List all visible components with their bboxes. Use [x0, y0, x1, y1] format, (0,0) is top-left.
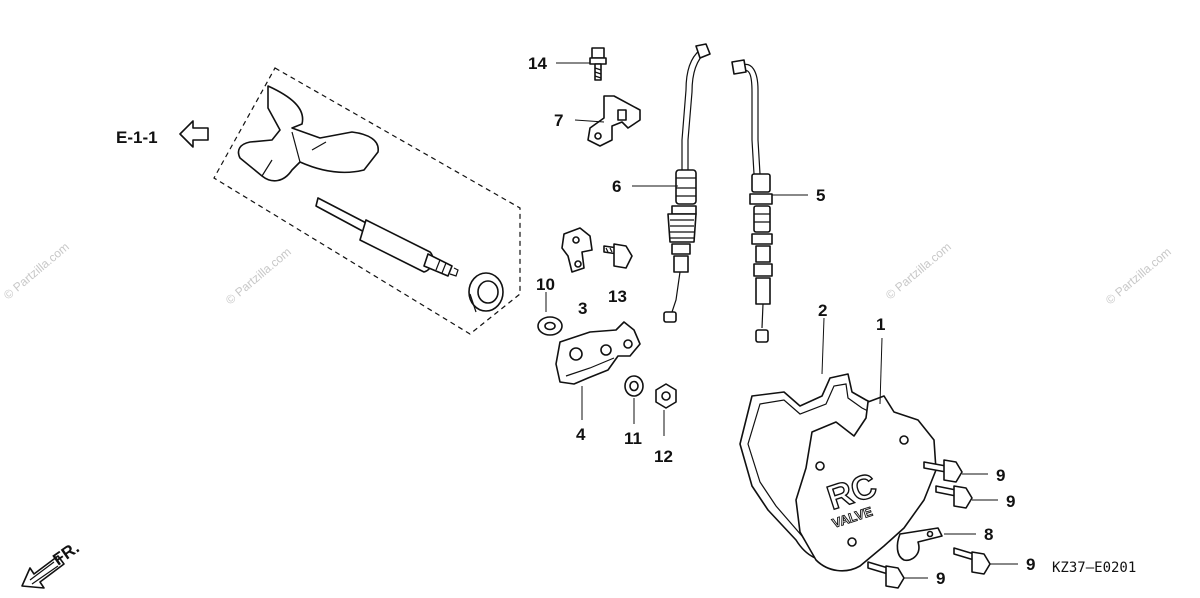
bolt-9-c: [953, 547, 991, 575]
cable-bracket-7: [587, 95, 641, 147]
callout-2: 2: [818, 301, 827, 320]
callout-12: 12: [654, 447, 673, 466]
oil-seal: [468, 272, 504, 313]
shift-lever-arm: [237, 85, 379, 182]
callout-4: 4: [576, 425, 586, 444]
front-direction-arrow-icon: [21, 555, 65, 589]
watermark-1: © Partzilla.com: [1, 240, 72, 303]
control-cable-5: [731, 59, 773, 343]
callout-6: 6: [612, 177, 621, 196]
callout-7: 7: [554, 111, 563, 130]
callout-1: 1: [876, 315, 885, 334]
washer-10: [537, 316, 563, 336]
callout-11: 11: [624, 429, 642, 448]
bolt-9-d: [867, 561, 905, 589]
bolt-9-b: [935, 485, 973, 509]
callout-13: 13: [608, 287, 627, 306]
callout-9-d: 9: [936, 569, 945, 588]
cable-clamp-8: [896, 527, 943, 562]
callout-9-a: 9: [996, 466, 1005, 485]
washer-11: [624, 375, 644, 397]
watermark-3: © Partzilla.com: [883, 240, 954, 303]
callout-10: 10: [536, 275, 555, 294]
cable-pulley-4: [555, 321, 641, 385]
bolt-13: [603, 243, 633, 269]
left-hollow-arrow-icon: [179, 120, 209, 148]
callout-14: 14: [528, 54, 547, 73]
reference-label: E-1-1: [116, 128, 158, 147]
valve-shaft: [315, 197, 459, 277]
control-cable-6: [663, 43, 711, 323]
callout-5: 5: [816, 186, 825, 205]
assembly-boundary: [213, 67, 521, 335]
callout-3: 3: [578, 299, 587, 318]
lock-plate-3: [561, 227, 593, 273]
watermark-4: © Partzilla.com: [1103, 245, 1174, 308]
watermark-2: © Partzilla.com: [223, 245, 294, 308]
callout-9-b: 9: [1006, 492, 1015, 511]
bolt-9-a: [923, 459, 963, 483]
callout-9-c: 9: [1026, 555, 1035, 574]
diagram-code: KZ37—E0201: [1052, 560, 1136, 576]
nut-12: [655, 383, 677, 409]
bolt-14: [589, 47, 607, 81]
callout-8: 8: [984, 525, 993, 544]
rc-valve-cover-1: RC VALVE: [795, 395, 937, 572]
